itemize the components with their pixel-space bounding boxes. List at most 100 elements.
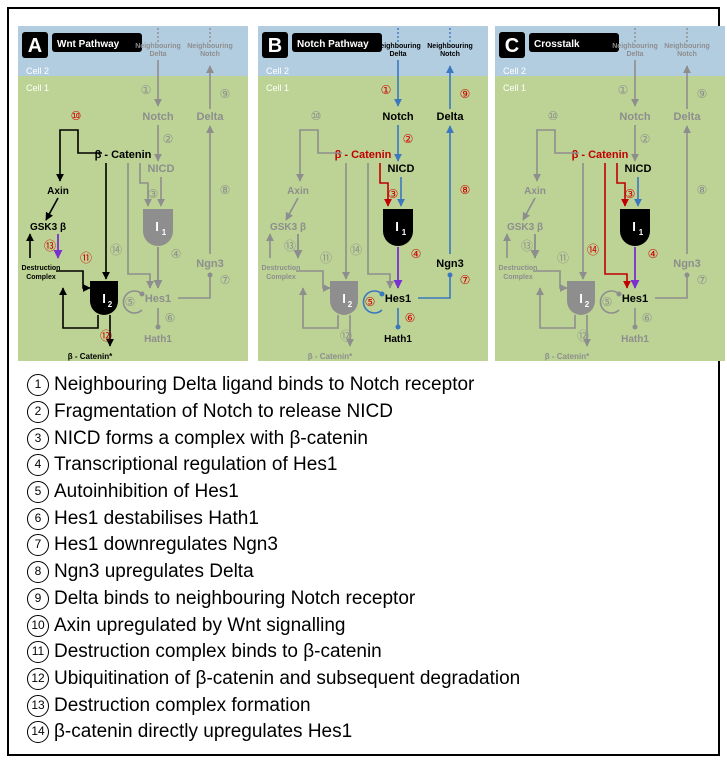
legend-number-4: 4 [27, 454, 49, 477]
axin-node: Axin [47, 186, 69, 197]
legend-text-4: Transcriptional regulation of Hes1 [54, 454, 338, 476]
panel-letter: A [28, 35, 42, 57]
neighbouring-notch-label-2: Notch [677, 51, 697, 58]
neighbouring-notch-label-1: Neighbouring [187, 43, 233, 50]
panel-letter-badge [262, 32, 288, 58]
destruction-complex-label-2: Complex [266, 274, 296, 281]
i2-label: I [579, 291, 583, 306]
legend-number-11: 11 [27, 641, 49, 664]
panel-letter: B [268, 35, 282, 57]
step-marker-4: ④ [171, 247, 182, 261]
step-marker-12: ⑫ [340, 329, 352, 343]
arrow-axin-to-gsk3 [285, 197, 299, 221]
step-marker-8: ⑧ [460, 183, 471, 197]
step-marker-4: ④ [411, 247, 422, 261]
arrow-catenin-to-axin [56, 129, 102, 182]
cell2-label: Cell 2 [26, 66, 49, 76]
arrow-hes1-to-ngn3 [178, 276, 211, 299]
step-marker-14: ⑭ [350, 243, 362, 257]
arrow-catenin-to-hes1 [367, 163, 394, 289]
i1-gate [143, 209, 173, 246]
hath1-node: Hath1 [384, 334, 412, 345]
neighbouring-delta-label-2: Delta [389, 51, 406, 58]
hath1-inhibition-end [155, 324, 161, 330]
legend-text-8: Ngn3 upregulates Delta [54, 561, 254, 583]
cell1-label: Cell 1 [26, 83, 49, 93]
legend-text-13: Destruction complex formation [54, 694, 311, 716]
notch-node: Notch [382, 111, 413, 123]
arrow-i2-to-destruction [59, 287, 99, 329]
axin-node: Axin [524, 186, 546, 197]
destruction-complex-label-1: Destruction [499, 265, 538, 272]
cell1-label: Cell 1 [503, 83, 526, 93]
arrow-hes1-to-ngn3 [418, 276, 451, 299]
step-marker-7: ⑦ [220, 273, 231, 287]
delta-node: Delta [437, 111, 465, 123]
step-marker-8: ⑧ [220, 183, 231, 197]
beta-catenin-star-node: β - Catenin* [68, 352, 113, 361]
step-marker-13: ⑬ [284, 239, 296, 253]
hes1-autoinhibition-end [616, 291, 622, 297]
step-marker-5: ⑤ [602, 295, 613, 309]
step-marker-7: ⑦ [697, 273, 708, 287]
beta-catenin-node: β - Catenin [572, 149, 629, 161]
panel-letter-badge [499, 32, 525, 58]
hes1-autoinhibition-loop [362, 290, 383, 314]
neighbouring-notch-label-2: Notch [200, 51, 220, 58]
delta-node: Delta [674, 111, 702, 123]
beta-catenin-node: β - Catenin [335, 149, 392, 161]
step-marker-6: ⑥ [642, 311, 653, 325]
arrow-axin-to-gsk3 [522, 197, 536, 221]
legend-text-3: NICD forms a complex with β-catenin [54, 427, 368, 449]
cell2-label: Cell 2 [503, 66, 526, 76]
legend-text-6: Hes1 destabilises Hath1 [54, 507, 259, 529]
legend-number-9: 9 [27, 587, 49, 610]
hes1-autoinhibition-loop [122, 290, 143, 314]
step-marker-12: ⑫ [577, 329, 589, 343]
i2-gate [330, 281, 358, 315]
step-marker-1: ① [381, 83, 392, 97]
step-marker-7: ⑦ [460, 273, 471, 287]
step-marker-2: ② [163, 132, 174, 146]
legend-number-1: 1 [27, 374, 49, 397]
panel-letter-badge [22, 32, 48, 58]
ngn3-node: Ngn3 [196, 258, 224, 270]
destruction-complex-label-1: Destruction [262, 265, 301, 272]
nicd-node: NICD [625, 163, 652, 175]
step-marker-5: ⑤ [125, 295, 136, 309]
panel-letter: C [505, 35, 519, 57]
i2-subscript: 2 [108, 300, 113, 309]
step-marker-10: ⑩ [71, 109, 82, 123]
hes1-node: Hes1 [622, 293, 648, 305]
destruction-complex-label-2: Complex [26, 274, 56, 281]
legend-text-10: Axin upregulated by Wnt signalling [54, 614, 346, 636]
step-marker-4: ④ [648, 247, 659, 261]
hes1-autoinhibition-end [379, 291, 385, 297]
legend-text-2: Fragmentation of Notch to release NICD [54, 401, 393, 423]
step-marker-11: ⑪ [80, 251, 92, 265]
legend-text-11: Destruction complex binds to β-catenin [54, 641, 382, 663]
i1-label: I [632, 219, 636, 234]
hes1-autoinhibition-end [139, 291, 145, 297]
panel-title-badge [52, 33, 142, 52]
axin-node: Axin [287, 186, 309, 197]
i2-label: I [102, 291, 106, 306]
notch-node: Notch [142, 111, 173, 123]
cell1-label: Cell 1 [266, 83, 289, 93]
notch-node: Notch [619, 111, 650, 123]
i1-subscript: 1 [402, 228, 407, 237]
hath1-node: Hath1 [144, 334, 172, 345]
neighbouring-notch-label-2: Notch [440, 51, 460, 58]
legend-number-7: 7 [27, 534, 49, 557]
arrow-catenin-to-hes1 [604, 163, 631, 289]
